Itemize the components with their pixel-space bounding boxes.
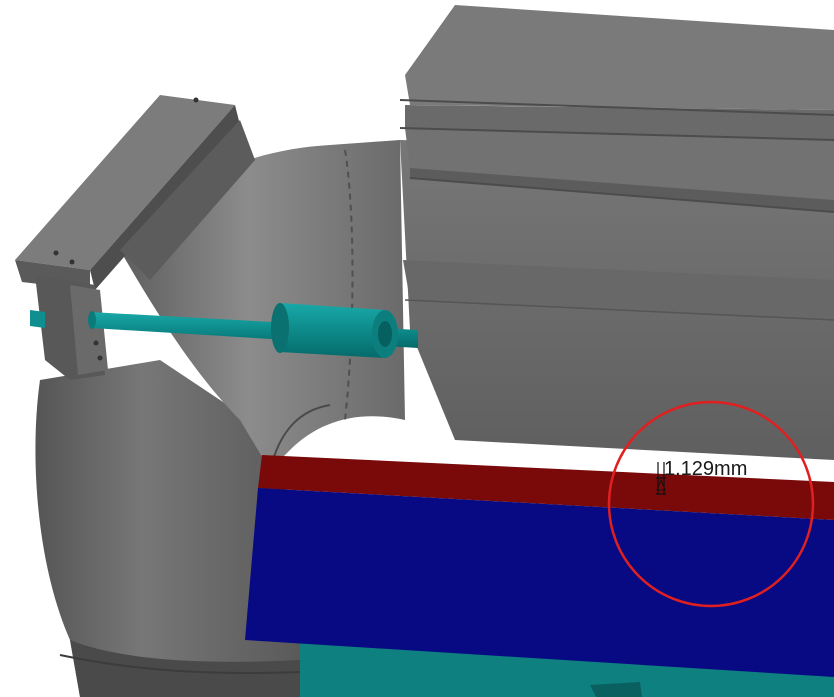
diameter-measure-icon [656, 462, 666, 495]
teal-base-part[interactable] [296, 640, 834, 697]
left-housing-body[interactable] [35, 360, 301, 697]
red-plate[interactable] [258, 455, 834, 520]
blue-plate[interactable] [245, 488, 834, 677]
measurement-label[interactable]: 1.129mm [664, 458, 747, 480]
main-housing[interactable] [399, 5, 834, 460]
highlight-circle [607, 400, 815, 608]
shaft-coupler[interactable] [271, 303, 398, 358]
mounting-bracket[interactable] [15, 95, 255, 380]
